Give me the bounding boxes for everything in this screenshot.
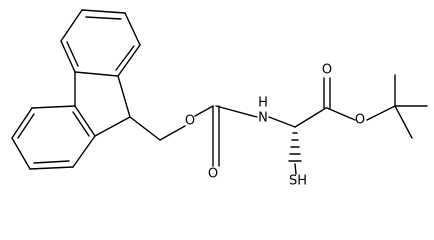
ester-oxygen-label: O (355, 113, 365, 128)
ether-oxygen-label: O (185, 114, 195, 129)
fluorene-ring-system (11, 9, 141, 170)
carbamate-carbonyl-oxygen-label: O (208, 167, 218, 182)
amine-hydrogen-label: H (258, 96, 268, 111)
chemical-structure: O O H N O O SH (11, 9, 428, 189)
fmoc-carbamate-chain (129, 105, 258, 167)
atom-labels: O O H N O O SH (185, 63, 365, 189)
cysteine-tert-butyl-ester (268, 74, 428, 175)
ester-carbonyl-oxygen-label: O (322, 63, 332, 78)
label-masks (183, 62, 367, 189)
amine-nitrogen-label: N (258, 111, 268, 126)
thiol-label: SH (289, 174, 307, 189)
